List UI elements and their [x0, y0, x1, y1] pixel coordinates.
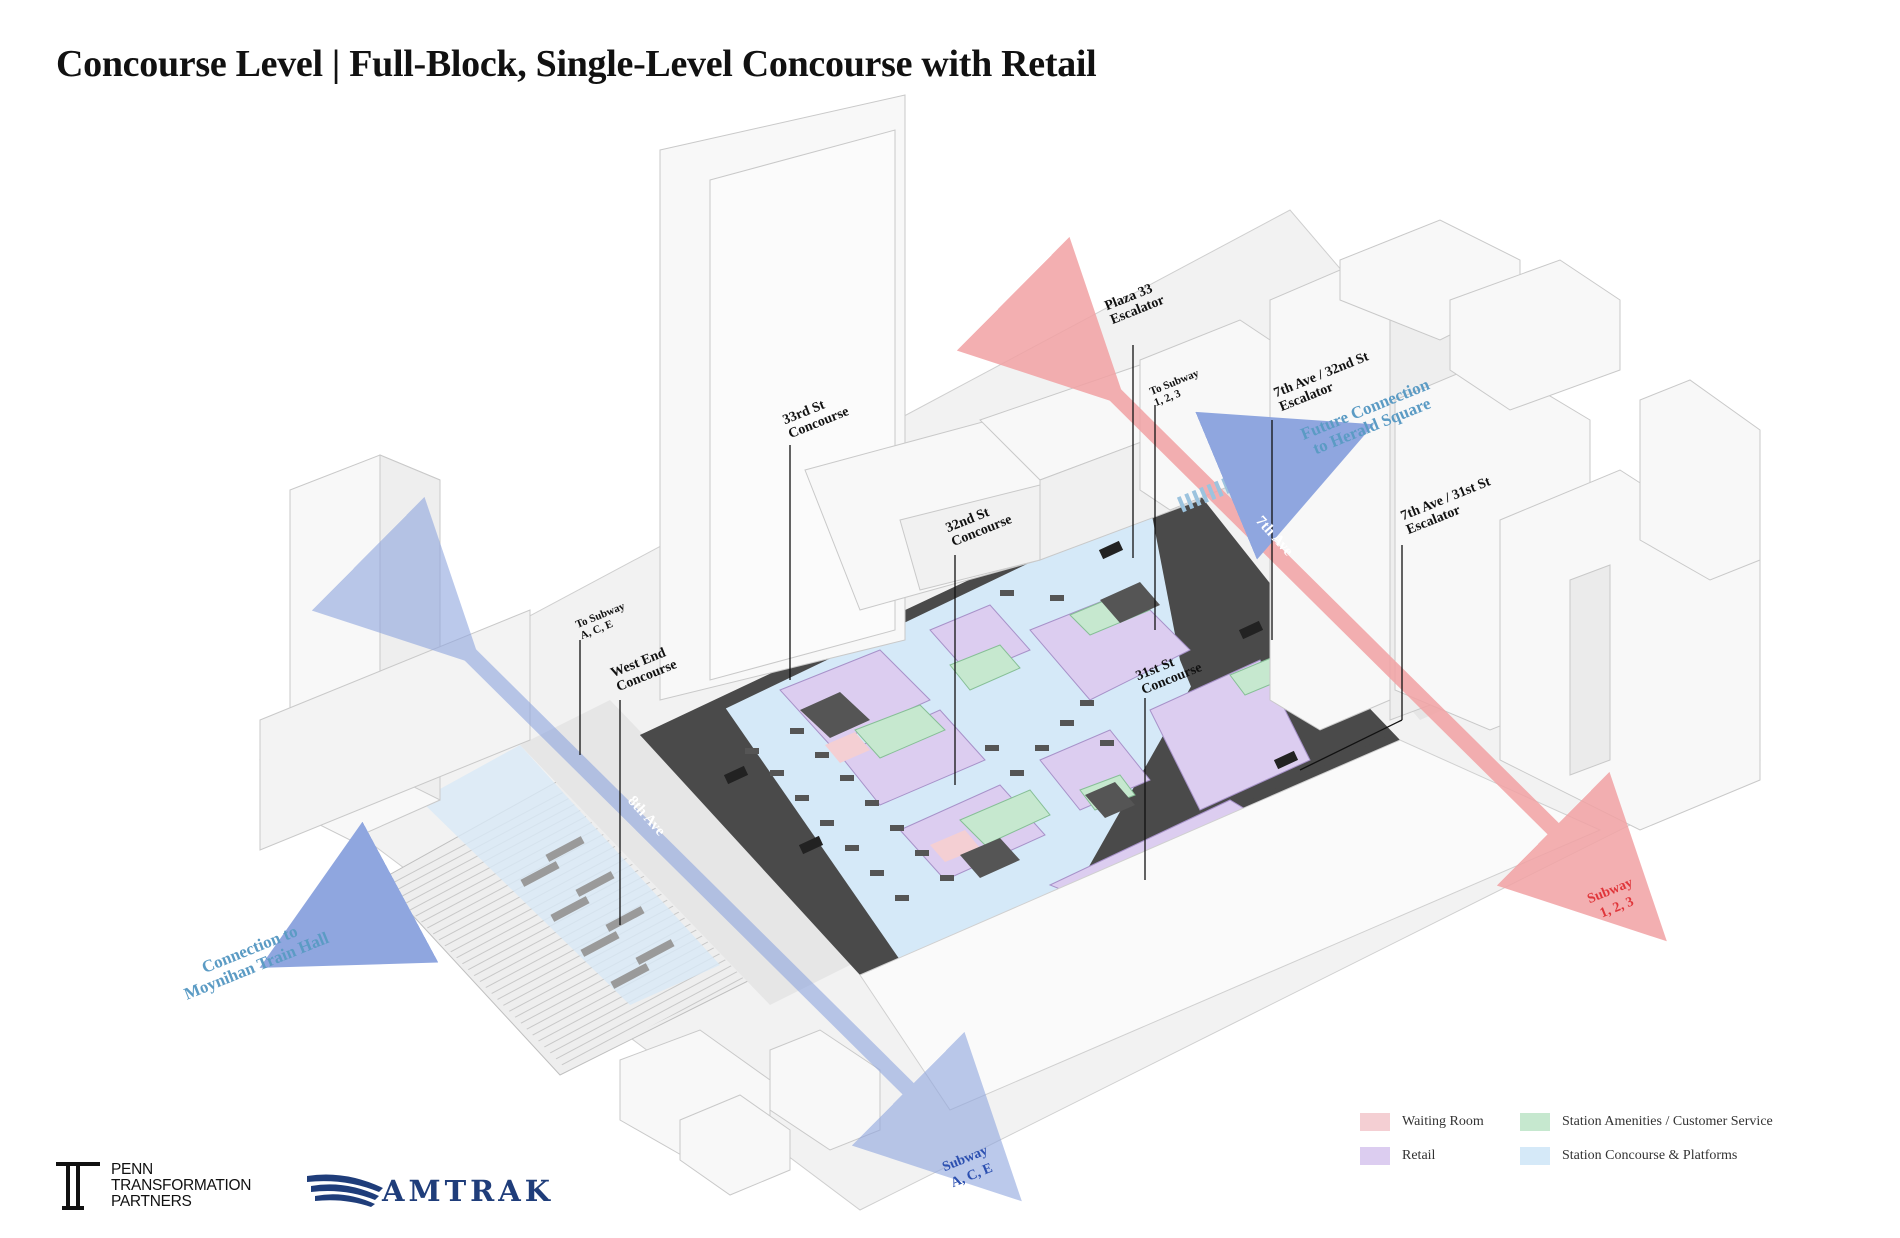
- amtrak-swoosh-icon: [307, 1174, 383, 1207]
- amtrak-logo: AMTRAK: [305, 1168, 585, 1214]
- legend-item-station-concourse: Station Concourse & Platforms: [1520, 1146, 1737, 1166]
- penn-line-3: PARTNERS: [111, 1193, 192, 1210]
- legend-item-retail: Retail: [1360, 1146, 1435, 1166]
- connection-arrows: [259, 236, 1667, 1202]
- penn-line-2: TRANSFORMATION: [111, 1177, 252, 1194]
- label-leader-lines: [579, 345, 1403, 925]
- penn-line-1: PENN: [111, 1161, 153, 1178]
- subway-ace-arrow: [311, 496, 1022, 1202]
- legend-swatch: [1360, 1147, 1390, 1165]
- legend-item-waiting-room: Waiting Room: [1360, 1112, 1484, 1132]
- herald-arrow: [1176, 411, 1374, 560]
- penn-monogram-icon: [56, 1162, 100, 1210]
- subway-123-arrow: [956, 236, 1667, 942]
- legend-swatch: [1520, 1147, 1550, 1165]
- legend-swatch: [1360, 1113, 1390, 1131]
- penn-transformation-partners-logo: PENN TRANSFORMATION PARTNERS: [56, 1160, 286, 1212]
- legend-swatch: [1520, 1113, 1550, 1131]
- moynihan-arrow: [259, 821, 439, 968]
- amtrak-wordmark: AMTRAK: [382, 1174, 554, 1208]
- page-title: Concourse Level | Full-Block, Single-Lev…: [56, 43, 1097, 85]
- legend-item-station-amenities: Station Amenities / Customer Service: [1520, 1112, 1773, 1132]
- legend-label: Retail: [1402, 1148, 1436, 1163]
- legend: Waiting Room Station Amenities / Custome…: [1360, 1106, 1830, 1176]
- legend-label: Station Amenities / Customer Service: [1562, 1114, 1773, 1129]
- legend-label: Waiting Room: [1402, 1114, 1484, 1129]
- legend-label: Station Concourse & Platforms: [1562, 1148, 1738, 1163]
